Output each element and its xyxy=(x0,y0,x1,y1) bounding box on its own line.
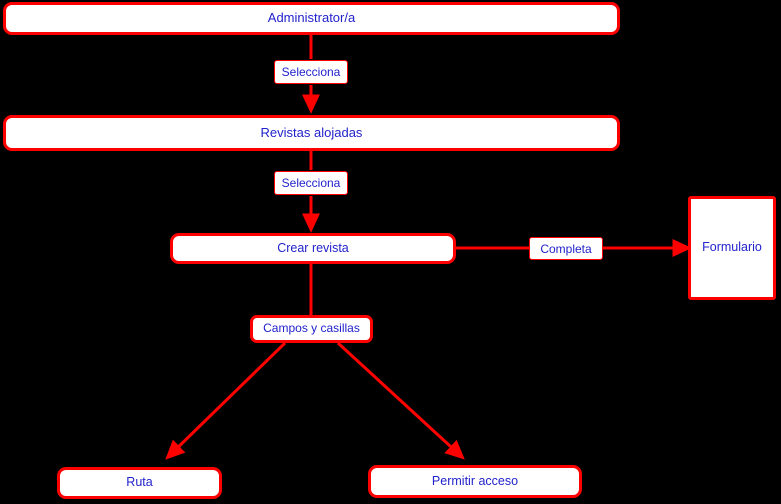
edge-label-selecciona-1: Selecciona xyxy=(274,60,348,84)
node-revistas-alojadas-label: Revistas alojadas xyxy=(260,124,363,140)
edge-label-selecciona-2-text: Selecciona xyxy=(281,176,341,190)
arrow-campos-to-ruta xyxy=(165,341,287,460)
node-permitir-acceso-label: Permitir acceso xyxy=(431,473,519,488)
edge-label-completa-text: Completa xyxy=(540,241,592,256)
node-ruta-label: Ruta xyxy=(126,475,153,490)
node-campos-y-casillas[interactable]: Campos y casillas xyxy=(250,315,373,343)
node-permitir-acceso[interactable]: Permitir acceso xyxy=(368,465,582,498)
node-administrador-label: Administrator/a xyxy=(267,10,356,26)
node-formulario-label: Formulario xyxy=(702,240,762,255)
edge-label-selecciona-2: Selecciona xyxy=(274,171,348,195)
node-campos-y-casillas-label: Campos y casillas xyxy=(263,321,360,336)
node-crear-revista[interactable]: Crear revista xyxy=(170,233,456,264)
node-administrador[interactable]: Administrator/a xyxy=(3,2,620,35)
node-crear-revista-label: Crear revista xyxy=(277,240,349,255)
edge-label-completa: Completa xyxy=(529,237,603,260)
edge-label-selecciona-1-text: Selecciona xyxy=(281,65,341,79)
node-revistas-alojadas[interactable]: Revistas alojadas xyxy=(3,115,620,151)
arrow-campos-to-permitir xyxy=(336,341,465,460)
node-ruta[interactable]: Ruta xyxy=(57,467,222,499)
node-formulario[interactable]: Formulario xyxy=(688,196,776,300)
